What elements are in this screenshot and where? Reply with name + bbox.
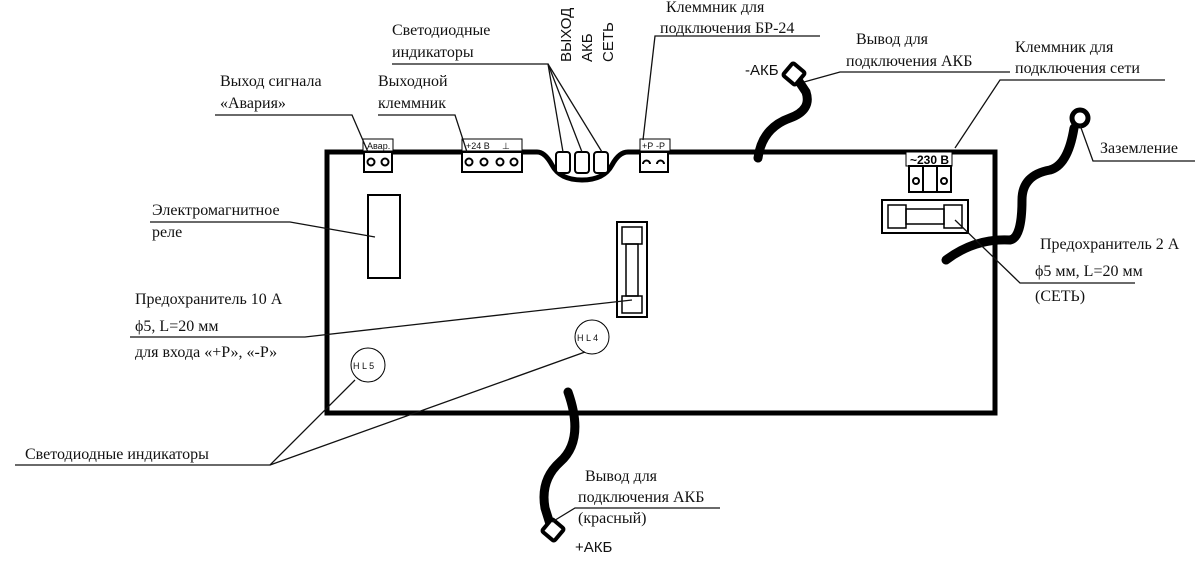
board-outline xyxy=(324,149,998,416)
hl5-label: H L 5 xyxy=(353,361,374,371)
fuse-10a xyxy=(616,221,648,318)
led-indicators-top-label: Светодиодные xyxy=(392,22,490,39)
fuse10-label: Предохранитель 10 А xyxy=(135,291,283,308)
plus-akb-connector xyxy=(540,517,566,543)
akb-lead-top-label-2: подключения АКБ xyxy=(846,53,972,70)
led-name-akb: АКБ xyxy=(579,33,596,62)
relay-label: Электромагнитное xyxy=(152,202,280,219)
minus-akb-wire xyxy=(753,75,812,163)
plus-akb-wire xyxy=(539,387,580,529)
minus-akb-connector xyxy=(781,61,807,87)
ground-label: Заземление xyxy=(1100,140,1178,157)
out-ground-label: ⊥ xyxy=(502,141,510,151)
alarm-output-label-2: «Авария» xyxy=(220,95,286,112)
fuse2-purpose: (СЕТЬ) xyxy=(1035,288,1085,305)
br24-terminal-label-2: подключения БР-24 xyxy=(660,20,794,37)
alarm-output-label: Выход сигнала xyxy=(220,73,322,90)
output-terminal-label: Выходной xyxy=(378,73,448,90)
fuse2-label: Предохранитель 2 А xyxy=(1040,236,1180,253)
ground-wire xyxy=(941,123,1079,265)
fuse2-spec: ϕ5 мм, L=20 мм xyxy=(1035,263,1143,280)
br24-plus-label: +P xyxy=(642,141,653,151)
alarm-terminal-label: Авар. xyxy=(367,141,390,151)
top-leds xyxy=(555,151,609,174)
akb-lead-bottom-label: Вывод для xyxy=(585,468,658,485)
mains-terminal: ~230 В xyxy=(905,151,953,193)
akb-lead-bottom-label-2: подключения АКБ xyxy=(578,489,704,506)
led-name-output: ВЫХОД xyxy=(558,8,575,62)
output-terminal-label-2: клеммник xyxy=(378,95,446,112)
akb-lead-bottom-color: (красный) xyxy=(578,510,647,527)
mains-terminal-label: ~230 В xyxy=(910,153,949,167)
led-indicators-bottom-label: Светодиодные индикаторы xyxy=(25,446,209,463)
fuse10-spec: ϕ5, L=20 мм xyxy=(135,318,218,335)
hl4-label: H L 4 xyxy=(577,333,598,343)
br24-terminal-label: Клеммник для xyxy=(666,0,765,16)
out-plus-label: +24 В xyxy=(466,141,490,151)
output-terminal: +24 В ⊥ xyxy=(461,138,523,173)
leader-lines xyxy=(15,35,1195,523)
br24-minus-label: -P xyxy=(656,141,665,151)
led-name-mains: СЕТЬ xyxy=(600,22,617,62)
akb-lead-top-label: Вывод для xyxy=(856,31,929,48)
led-indicators-top-label-2: индикаторы xyxy=(392,44,474,61)
mains-terminal-caption-2: подключения сети xyxy=(1015,60,1140,77)
relay-label-2: реле xyxy=(152,224,182,241)
fuse-2a xyxy=(881,199,969,234)
mains-terminal-caption: Клеммник для xyxy=(1015,39,1114,56)
minus-akb-label: -АКБ xyxy=(745,62,779,79)
hl5-led: H L 5 xyxy=(350,347,386,383)
ground-lug xyxy=(1069,107,1091,129)
plus-akb-label: +АКБ xyxy=(575,539,613,556)
alarm-terminal: Авар. xyxy=(362,138,394,173)
fuse10-purpose: для входа «+Р», «-Р» xyxy=(135,344,277,361)
br24-terminal: +P -P xyxy=(639,138,671,173)
hl4-led: H L 4 xyxy=(574,319,610,355)
